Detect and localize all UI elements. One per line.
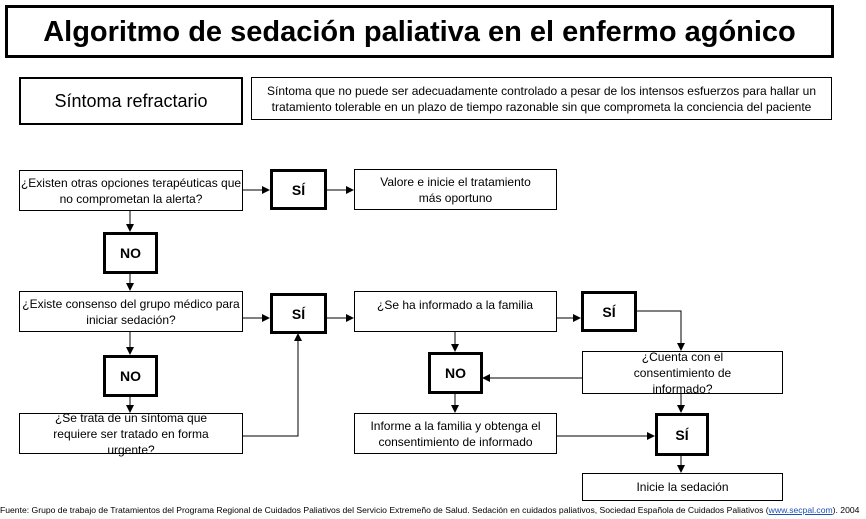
question-consent: ¿Cuenta con el consentimiento de informa…	[582, 350, 783, 396]
no-node-1: NO	[103, 232, 158, 274]
question-other-options: ¿Existen otras opciones terapéuticas que…	[19, 170, 243, 211]
footer-suffix: ). 2004	[832, 505, 860, 515]
footer-text: Fuente: Grupo de trabajo de Tratamientos…	[0, 505, 769, 515]
question-urgent: ¿Se trata de un síntoma que requiere ser…	[19, 411, 243, 457]
no-node-3: NO	[428, 352, 483, 394]
question-family-informed: ¿Se ha informado a la familia	[354, 291, 557, 332]
arrow	[242, 333, 302, 437]
page-title: Algoritmo de sedación paliativa en el en…	[5, 5, 834, 58]
secpal-link[interactable]: www.secpal.com	[768, 505, 833, 515]
action-inform-family: Informe a la familia y obtenga el consen…	[354, 413, 557, 454]
no-node-2: NO	[103, 355, 158, 397]
refractory-definition: Síntoma que no puede ser adecuadamente c…	[251, 77, 832, 120]
refractory-symptom-label: Síntoma refractario	[19, 77, 243, 125]
source-footer: Fuente: Grupo de trabajo de Tratamientos…	[0, 505, 866, 515]
yes-node-3: SÍ	[581, 291, 637, 332]
yes-node-2: SÍ	[270, 293, 327, 334]
action-start-sedation: Inicie la sedación	[582, 473, 783, 501]
question-consensus: ¿Existe consenso del grupo médico para i…	[19, 291, 243, 332]
arrow	[636, 310, 685, 351]
action-treatment: Valore e inicie el tratamiento más oport…	[354, 169, 557, 210]
yes-node-4: SÍ	[655, 413, 709, 456]
yes-node-1: SÍ	[270, 169, 327, 210]
